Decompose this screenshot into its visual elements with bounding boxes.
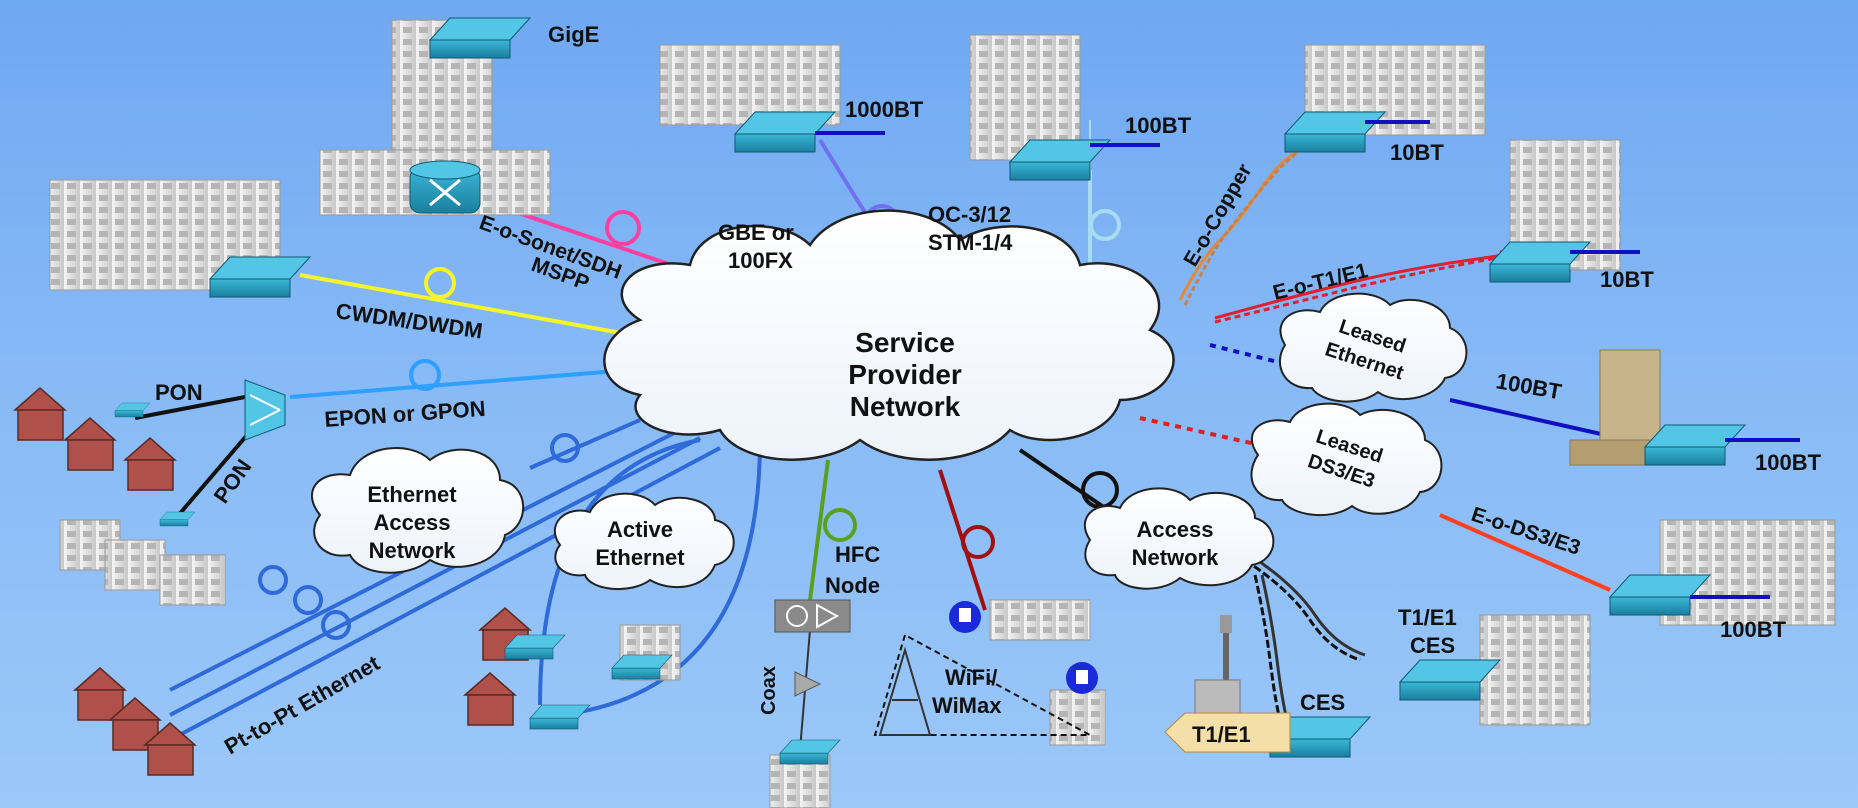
house-icon (13, 387, 67, 441)
amplifier-icon (794, 671, 822, 697)
label-ces: CES (1300, 690, 1345, 715)
cell-tower-icon (878, 646, 932, 736)
active-ethernet-line-2: Ethernet (595, 545, 685, 570)
ethernet-access-line-1: Ethernet (367, 482, 457, 507)
cloud-center-line-2: Provider (848, 359, 962, 390)
label-eocopper: E-o-Copper (1179, 160, 1256, 271)
house-icon (123, 437, 177, 491)
cloud-access-network (1083, 487, 1275, 590)
label-100bt-top: 100BT (1125, 113, 1192, 138)
cloud-leased-ethernet (1279, 292, 1468, 403)
ethernet-access-line-3: Network (369, 538, 457, 563)
label-pon-top: PON (155, 380, 203, 405)
switch-icon (504, 634, 566, 660)
label-ptp: Pt-to-Pt Ethernet (220, 650, 384, 759)
label-100bt-b: 100BT (1755, 450, 1822, 475)
switch-icon (428, 17, 532, 59)
cloud-center-line-3: Network (850, 391, 961, 422)
label-100bt-a: 100BT (1494, 368, 1564, 404)
label-t1ces-2: CES (1410, 633, 1455, 658)
cloud-active-ethernet (553, 492, 735, 591)
mspp-router-icon (409, 160, 481, 214)
cloud-leased-ds3 (1250, 402, 1443, 517)
building-pon-c (159, 554, 226, 606)
switch-icon (779, 739, 841, 765)
label-wifi-2: WiMax (932, 693, 1002, 718)
label-gbe-2: 100FX (728, 248, 793, 273)
switch-icon (159, 511, 196, 527)
switch-icon (529, 704, 591, 730)
building-wifi-main (989, 599, 1091, 641)
switch-icon (733, 111, 837, 153)
wifi-access-point-icon (949, 601, 981, 633)
switch-icon (611, 654, 673, 680)
house-icon (463, 672, 517, 726)
building-100bt-top (969, 34, 1081, 161)
label-hfc-1: HFC (835, 542, 880, 567)
label-coax: Coax (758, 666, 780, 715)
label-t1ces-1: T1/E1 (1398, 605, 1457, 630)
switch-icon (1608, 574, 1712, 616)
wifi-access-point-icon (1066, 662, 1098, 694)
active-ethernet-line-1: Active (607, 517, 673, 542)
label-gige: GigE (548, 22, 599, 47)
label-gbe-1: GBE or (718, 220, 794, 245)
building-pon-b (104, 539, 166, 591)
cell-tower-icon (1220, 615, 1232, 715)
house-icon (143, 722, 197, 776)
switch-icon (1488, 241, 1592, 283)
switch-icon (1398, 659, 1502, 701)
access-network-line-2: Network (1132, 545, 1220, 570)
cloud-service-provider (603, 209, 1175, 461)
label-oc-1: OC-3/12 (928, 202, 1011, 227)
ethernet-access-line-2: Access (373, 510, 450, 535)
switch-icon (1283, 111, 1387, 153)
hfc-node-icon (774, 599, 851, 633)
building-t1ces (1479, 614, 1591, 726)
switch-icon (114, 402, 151, 418)
label-100bt-bottom: 100BT (1720, 617, 1787, 642)
label-1000bt: 1000BT (845, 97, 924, 122)
label-oc-2: STM-1/4 (928, 230, 1013, 255)
cloud-ethernet-access (310, 447, 525, 574)
label-hfc-2: Node (825, 573, 880, 598)
wifi-area (873, 601, 1098, 736)
label-epon: EPON or GPON (324, 396, 487, 432)
label-pon-diag: PON (209, 454, 257, 507)
house-icon (63, 417, 117, 471)
label-10bt-mid: 10BT (1600, 267, 1654, 292)
house-icon (73, 667, 127, 721)
port-lines (815, 120, 1800, 599)
t1e1-tag (1164, 679, 1291, 753)
switch-icon (1643, 424, 1747, 466)
house-icon (108, 697, 162, 751)
switch-icon (1008, 139, 1112, 181)
label-wifi-1: WiFi/ (945, 665, 997, 690)
label-t1e1-tag: T1/E1 (1192, 722, 1251, 747)
olt-icon (244, 379, 286, 441)
cloud-center-line-1: Service (855, 327, 955, 358)
label-10bt-top: 10BT (1390, 140, 1444, 165)
houses (13, 387, 532, 776)
switches (114, 17, 1747, 765)
access-network-line-1: Access (1136, 517, 1213, 542)
switch-icon (208, 256, 312, 298)
